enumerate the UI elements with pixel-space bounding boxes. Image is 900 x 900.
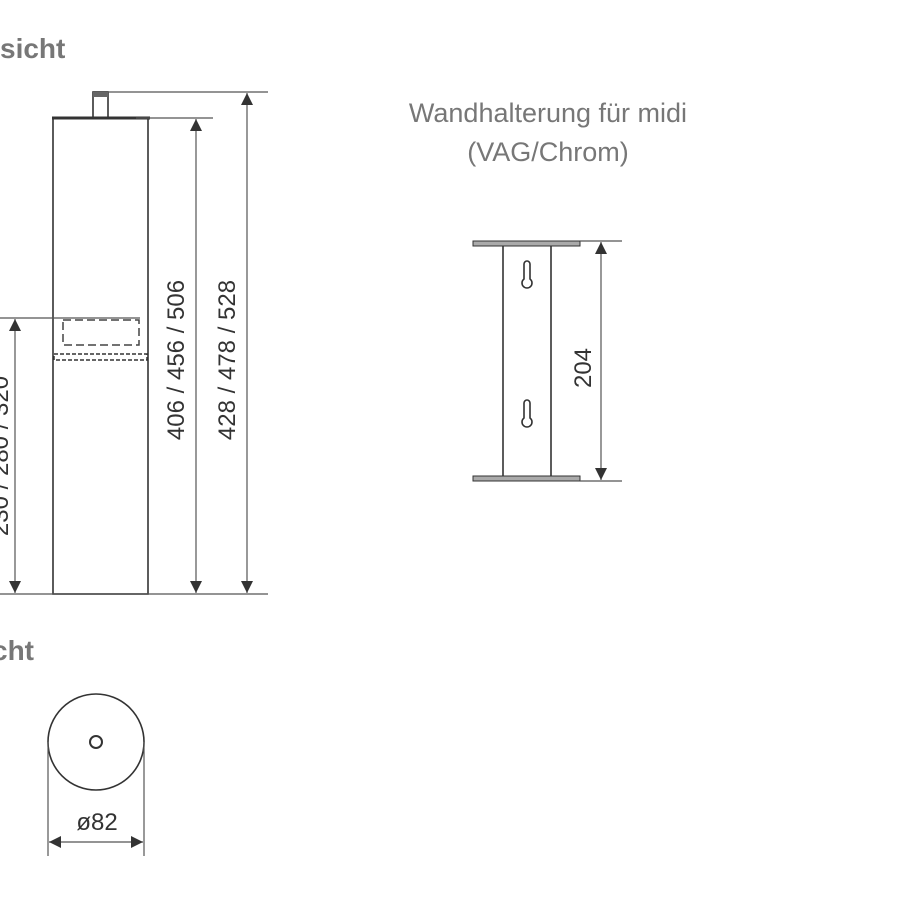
insert-outline xyxy=(62,319,140,346)
bracket-caption-line2: (VAG/Chrom) xyxy=(467,137,629,167)
bracket-bottom-plate xyxy=(472,475,581,482)
bracket-height-label: 204 xyxy=(570,348,597,388)
cylinder-body xyxy=(52,117,149,595)
diameter-label: ø82 xyxy=(76,809,117,836)
keyhole-icon xyxy=(521,399,533,428)
body-height-label: 406 / 456 / 506 xyxy=(163,280,190,440)
keyhole-icon xyxy=(521,260,533,289)
bracket-top-plate xyxy=(472,240,581,247)
knob-cap xyxy=(93,92,108,97)
front-view xyxy=(52,91,150,595)
top-view: ø82 xyxy=(47,693,145,856)
top-view-circle xyxy=(47,693,145,791)
grid-band xyxy=(53,353,148,361)
top-view-title: sicht xyxy=(0,635,34,666)
wall-bracket: 204 xyxy=(472,240,622,482)
total-height-label: 428 / 478 / 528 xyxy=(214,280,241,440)
bracket-caption-line1: Wandhalterung für midi xyxy=(409,98,687,128)
front-view-title: sicht xyxy=(0,33,65,64)
overflow-height-label: 230 / 280 / 320 xyxy=(0,376,14,536)
center-hole xyxy=(89,735,103,749)
